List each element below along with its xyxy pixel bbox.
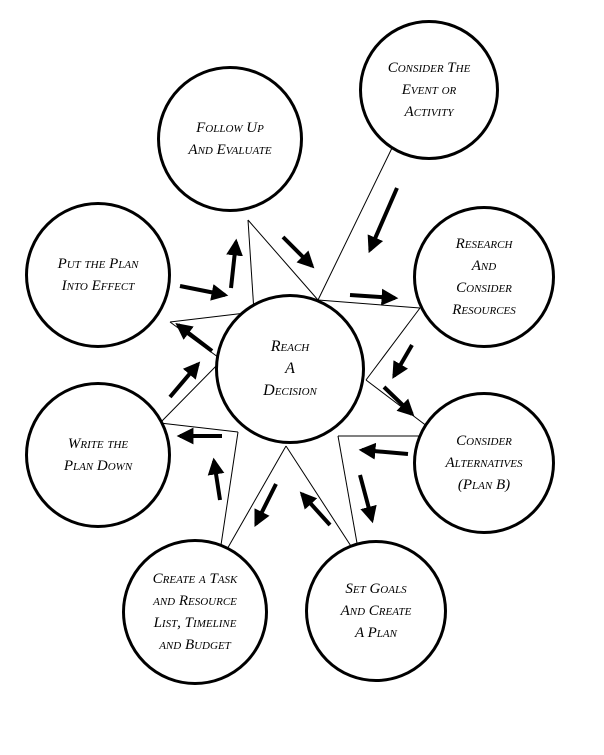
arrow — [254, 483, 278, 528]
node-reach-decision: Reach A Decision — [215, 294, 365, 444]
arrow — [349, 288, 399, 306]
arrow — [382, 385, 415, 417]
star-line — [217, 431, 239, 566]
node-label: Create a Task and Resource List, Timelin… — [152, 571, 238, 653]
star-line — [247, 219, 319, 301]
node-set-goals: Set Goals And Create A Plan — [305, 540, 447, 682]
node-put-plan: Put the Plan Into Effect — [25, 202, 171, 348]
node-label: Put the Plan Into Effect — [57, 256, 139, 294]
arrow — [281, 235, 315, 269]
star-line — [337, 435, 361, 561]
node-research: Research And Consider Resources — [413, 206, 555, 348]
star-line — [317, 299, 421, 309]
star-line — [159, 359, 223, 424]
star-line — [285, 445, 361, 561]
node-label: Write the Plan Down — [63, 436, 133, 474]
node-label: Consider The Event or Activity — [387, 60, 471, 120]
arrow — [299, 491, 332, 527]
node-label: Follow Up And Evaluate — [188, 120, 272, 158]
star-line — [365, 307, 421, 381]
star-line — [317, 147, 393, 301]
node-write-plan: Write the Plan Down — [25, 382, 171, 528]
arrow — [168, 361, 201, 399]
arrow — [179, 284, 229, 301]
star-line — [217, 445, 287, 566]
star-line — [159, 422, 239, 433]
node-label: Consider Alternatives (Plan B) — [445, 433, 523, 493]
flow-arrows — [168, 187, 415, 528]
center-label: Reach A Decision — [263, 338, 317, 399]
arrow — [226, 238, 243, 289]
star-line — [247, 219, 255, 313]
node-follow-up: Follow Up And Evaluate — [157, 66, 303, 212]
arrow — [392, 343, 414, 379]
arrow — [367, 187, 399, 254]
node-consider-event: Consider The Event or Activity — [359, 20, 499, 160]
node-label: Research And Consider Resources — [452, 236, 516, 318]
arrow — [358, 442, 409, 460]
node-alternatives: Consider Alternatives (Plan B) — [413, 392, 555, 534]
arrow — [207, 457, 225, 501]
node-create-task: Create a Task and Resource List, Timelin… — [122, 539, 268, 685]
node-label: Set Goals And Create A Plan — [340, 581, 412, 641]
arrow — [358, 474, 377, 524]
arrow — [175, 322, 214, 353]
